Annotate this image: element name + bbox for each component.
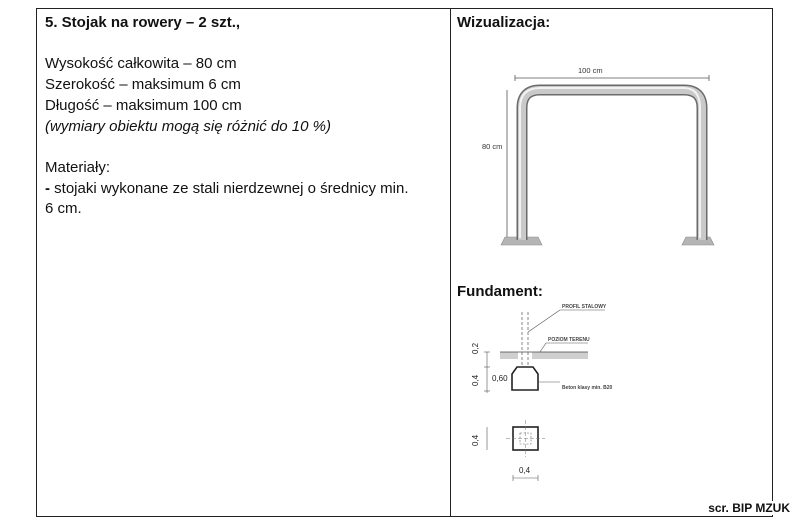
table-left-border <box>36 8 37 517</box>
foundation-heading: Fundament: <box>457 283 543 300</box>
materials-bullet: - <box>45 180 50 197</box>
source-credit: scr. BIP MZUK <box>706 501 792 515</box>
visualization-heading: Wizualizacja: <box>457 14 551 31</box>
rack-tube-highlight <box>519 87 701 238</box>
table-top-border <box>36 8 773 9</box>
concrete-label: Beton klasy min. B20 <box>562 385 613 391</box>
rack-tube <box>518 86 706 240</box>
top-offset-label: 0,60 <box>492 374 508 383</box>
materials-text: stojaki wykonane ze stali nierdzewnej o … <box>54 180 409 197</box>
plan-width-label: 0,4 <box>519 466 531 475</box>
spec-height: Wysokość całkowita – 80 cm <box>45 55 237 72</box>
depth-label-lower: 0,4 <box>471 374 480 386</box>
plan-side-label: 0,4 <box>471 434 480 446</box>
table-bottom-border <box>36 516 773 517</box>
table-right-border <box>772 8 773 517</box>
depth-label-upper: 0,2 <box>471 342 480 354</box>
ground-hatch-right <box>532 352 588 359</box>
spec-width: Szerokość – maksimum 6 cm <box>45 76 241 93</box>
concrete-footing <box>511 366 539 391</box>
ground-level-label: POZIOM TERENU <box>548 337 590 343</box>
rack-width-label: 100 cm <box>578 66 603 75</box>
materials-label: Materiały: <box>45 159 111 176</box>
tolerance-note: (wymiary obiektu mogą się różnić do 10 %… <box>45 118 331 135</box>
materials-line-2: 6 cm. <box>45 200 82 217</box>
ground-hatch-left <box>500 352 518 359</box>
table-divider <box>450 8 451 517</box>
item-heading: 5. Stojak na rowery – 2 szt., <box>45 14 241 31</box>
materials-line-1: - stojaki wykonane ze stali nierdzewnej … <box>45 179 409 199</box>
rack-height-label: 80 cm <box>482 142 503 151</box>
profile-leader <box>527 309 561 333</box>
ground-leader <box>539 342 547 353</box>
profile-label: PROFIL STALOWY <box>562 304 607 310</box>
spec-length: Długość – maksimum 100 cm <box>45 97 242 114</box>
